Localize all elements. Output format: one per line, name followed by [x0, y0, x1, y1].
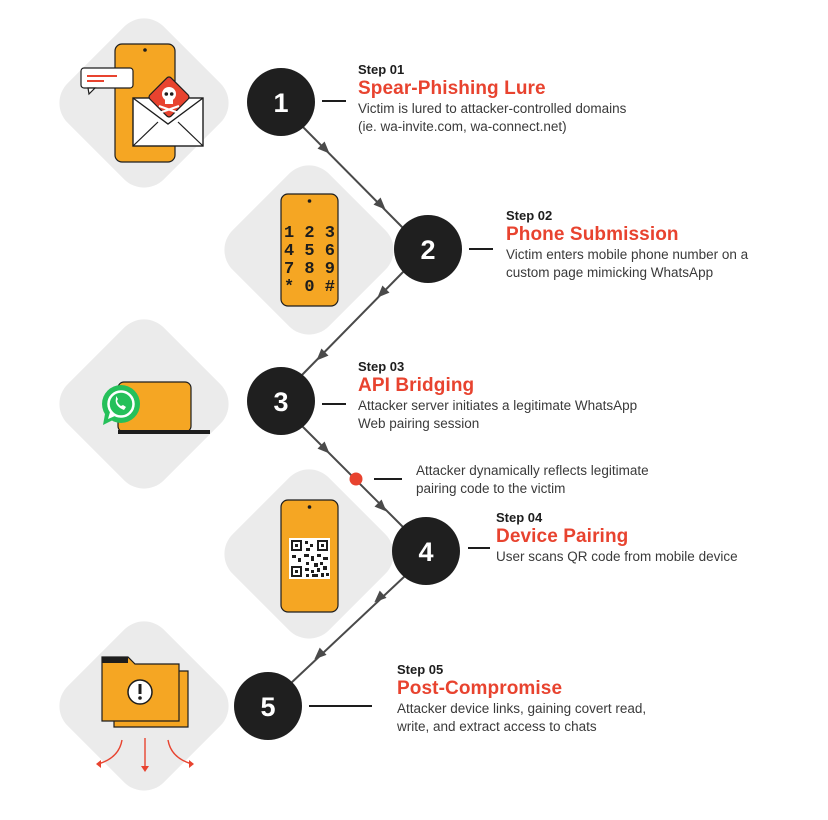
reflection-note-line-2: pairing code to the victim: [416, 481, 566, 496]
folder-alert-icon: [96, 656, 194, 772]
step-2-text: Step 02 Phone Submission Victim enters m…: [506, 208, 748, 282]
step-circle-5: 5: [234, 672, 302, 740]
step-3-desc-line-2: Web pairing session: [358, 416, 480, 431]
step-2-title: Phone Submission: [506, 224, 679, 245]
qr-phone-icon: [280, 499, 339, 613]
step-number-1: 1: [273, 88, 288, 118]
skull-warning-icon: [148, 76, 190, 118]
step-number-4: 4: [418, 537, 433, 567]
step-2-label: Step 02: [506, 208, 553, 223]
keypad-phone-icon: 1 2 3 4 5 6 7 8 9 * 0 #: [280, 193, 339, 307]
whatsapp-icon: [102, 385, 140, 425]
step-circle-2: 2: [394, 215, 462, 283]
reflection-note-line-1: Attacker dynamically reflects legitimate: [416, 463, 649, 478]
step-number-5: 5: [260, 692, 275, 722]
step-3-text: Step 03 API Bridging Attacker server ini…: [358, 359, 637, 433]
step-5-desc-line-1: Attacker device links, gaining covert re…: [397, 701, 647, 716]
step-3-title: API Bridging: [358, 375, 475, 396]
step-5-desc-line-2: write, and extract access to chats: [397, 719, 597, 734]
leader-lines: [309, 100, 493, 707]
keypad-row-1: 1 2 3: [284, 224, 335, 243]
step-2-desc-line-1: Victim enters mobile phone number on a: [506, 247, 749, 262]
step-number-3: 3: [273, 387, 288, 417]
step-circle-4: 4: [392, 517, 460, 585]
step-2-desc-line-2: custom page mimicking WhatsApp: [506, 265, 714, 280]
step-1-label: Step 01: [358, 62, 405, 77]
phishing-email-icon: [80, 43, 204, 163]
arrowheads: [314, 141, 390, 660]
step-5-title: Post-Compromise: [397, 678, 563, 699]
step-3-label: Step 03: [358, 359, 405, 374]
step-1-title: Spear-Phishing Lure: [358, 78, 546, 99]
reflection-dot: [349, 472, 363, 486]
keypad-row-4: * 0 #: [284, 278, 335, 297]
step-4-label: Step 04: [496, 510, 543, 525]
reflection-note: Attacker dynamically reflects legitimate…: [416, 462, 649, 498]
step-1-desc-line-1: Victim is lured to attacker-controlled d…: [358, 101, 627, 116]
step-4-text: Step 04 Device Pairing User scans QR cod…: [496, 510, 738, 566]
step-4-desc-line-1: User scans QR code from mobile device: [496, 549, 738, 564]
keypad-row-3: 7 8 9: [284, 260, 335, 279]
qr-code-icon: [289, 538, 330, 579]
step-4-title: Device Pairing: [496, 526, 629, 547]
step-5-text: Step 05 Post-Compromise Attacker device …: [397, 662, 646, 736]
step-circle-1: 1: [247, 68, 315, 136]
keypad-row-2: 4 5 6: [284, 242, 335, 261]
whatsapp-laptop-icon: [102, 381, 210, 434]
step-circle-3: 3: [247, 367, 315, 435]
step-number-2: 2: [420, 235, 435, 265]
step-3-desc-line-1: Attacker server initiates a legitimate W…: [358, 398, 638, 413]
step-1-text: Step 01 Spear-Phishing Lure Victim is lu…: [358, 62, 626, 136]
step-5-label: Step 05: [397, 662, 444, 677]
step-1-desc-line-2: (ie. wa-invite.com, wa-connect.net): [358, 119, 567, 134]
